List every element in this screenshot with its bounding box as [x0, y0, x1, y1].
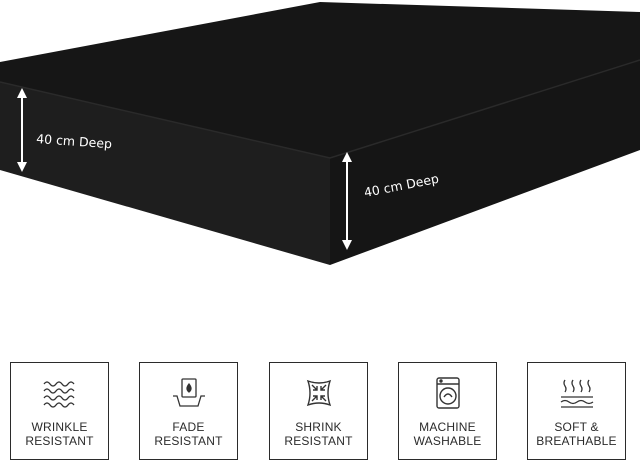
mattress-protector-illustration: 40 cm Deep 40 cm Deep [0, 2, 640, 265]
feature-label: WRINKLE RESISTANT [25, 420, 94, 448]
feature-list: WRINKLE RESISTANT FADE RESISTANT [0, 362, 640, 462]
feature-label: SOFT & BREATHABLE [536, 420, 617, 448]
depth-label-left: 40 cm Deep [36, 131, 113, 151]
wave-lines-icon [40, 376, 80, 410]
sheet-right-side [330, 60, 640, 265]
feature-card-machine-washable: MACHINE WASHABLE [398, 362, 497, 460]
depth-arrow-right [342, 152, 352, 250]
depth-arrow-left [17, 88, 27, 172]
sheet-left-side [0, 82, 330, 265]
feature-label: FADE RESISTANT [154, 420, 223, 448]
sheet-edge [0, 59, 640, 159]
dye-drop-icon [169, 376, 209, 410]
feature-card-shrink-resistant: SHRINK RESISTANT [269, 362, 368, 460]
feature-label: MACHINE WASHABLE [413, 420, 482, 448]
breathable-fabric-icon [557, 376, 597, 410]
washing-machine-icon [428, 376, 468, 410]
feature-label: SHRINK RESISTANT [284, 420, 353, 448]
feature-card-soft-breathable: SOFT & BREATHABLE [527, 362, 626, 460]
shrink-arrows-icon [299, 376, 339, 410]
feature-card-wrinkle-resistant: WRINKLE RESISTANT [10, 362, 109, 460]
feature-card-fade-resistant: FADE RESISTANT [139, 362, 238, 460]
sheet-top-surface [0, 2, 640, 158]
